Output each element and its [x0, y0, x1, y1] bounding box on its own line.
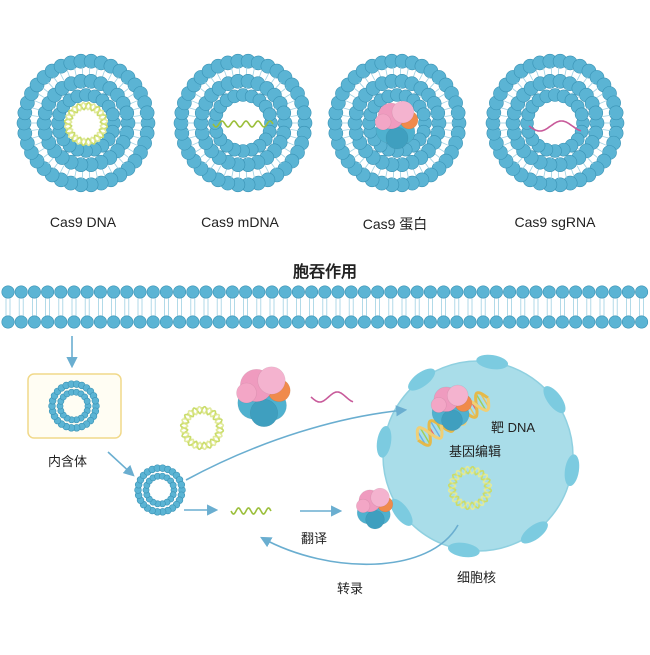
uptake-title: 胞吞作用: [292, 264, 358, 281]
endosome-label: 内含体: [48, 454, 88, 469]
translation-label: 翻译: [301, 531, 328, 546]
caption-cas9-dna: Cas9 DNA: [49, 214, 117, 230]
nuclear-pores: [376, 354, 580, 558]
liposome-1: [16, 53, 156, 193]
target-dna-label: 靶 DNA: [491, 420, 536, 435]
nuclear-cas9-protein-icon: [430, 384, 473, 431]
mrna-icon: [230, 507, 272, 515]
protein-complex-icon: [374, 100, 419, 150]
caption-cas9-protein: Cas9 蛋白: [362, 216, 428, 232]
endosome-box: [27, 373, 122, 439]
arrow-to-nucleus: [185, 405, 408, 481]
nuclear-plasmid-icon: [447, 465, 493, 511]
released-protein-icon: [236, 366, 291, 428]
gene-editing-label: 基因编辑: [449, 444, 502, 459]
translated-protein-icon: [356, 487, 394, 530]
arrow-transcription: [260, 524, 459, 566]
rna-strand-icon: [528, 120, 582, 132]
plasmid-dna-icon: [63, 101, 109, 147]
liposome-2: [173, 53, 313, 193]
cell-membrane: [1, 285, 649, 329]
arrow-to-escape-vesicle: [107, 451, 135, 477]
endosome-vesicle: [48, 380, 100, 432]
caption-cas9-mdna: Cas9 mDNA: [201, 214, 279, 230]
liposome-3: [327, 53, 467, 193]
nucleus-label: 细胞核: [457, 570, 497, 585]
liposome-4: [485, 53, 625, 193]
linear-nucleic-acid-icon: [212, 120, 274, 128]
released-sgrna-icon: [310, 391, 354, 403]
caption-cas9-sgrna: Cas9 sgRNA: [514, 214, 596, 230]
transcription-label: 转录: [337, 581, 364, 596]
released-plasmid-icon: [179, 405, 225, 451]
escaped-vesicle: [134, 464, 186, 516]
